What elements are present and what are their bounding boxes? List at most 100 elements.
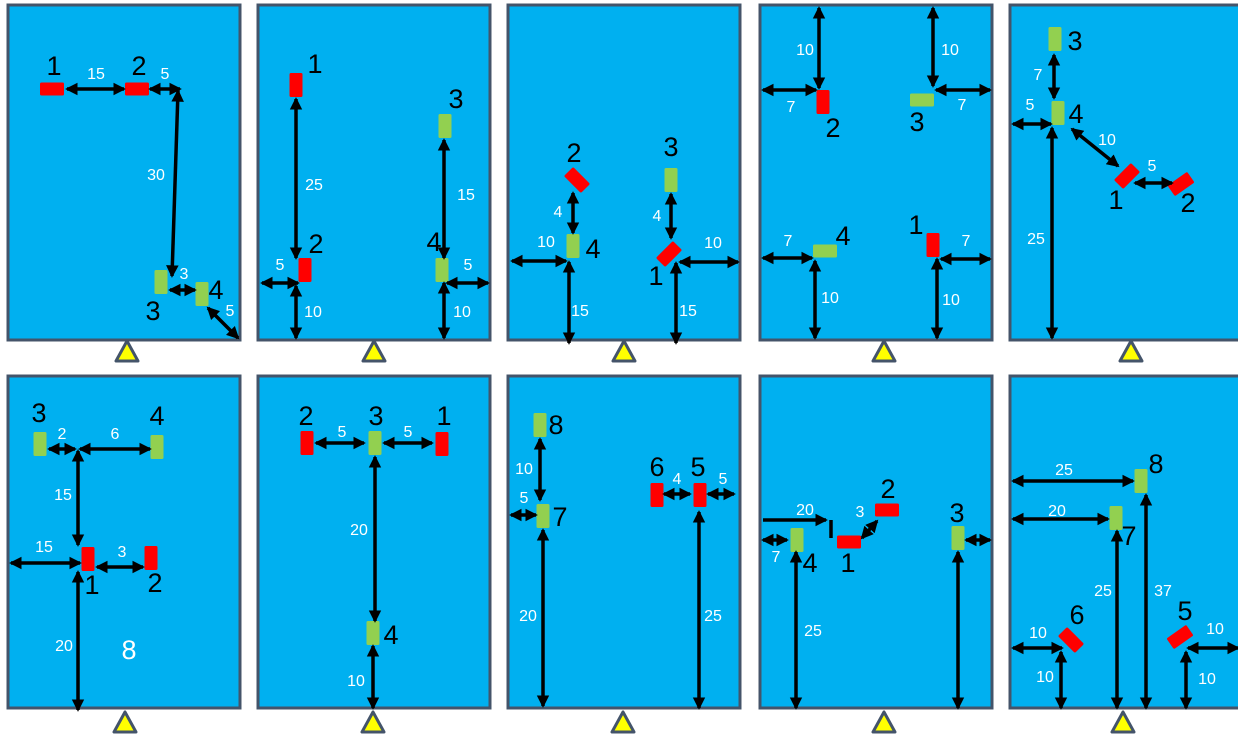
- distance-label: 20: [350, 522, 368, 539]
- distance-label: 15: [571, 303, 589, 320]
- distance-label: 5: [338, 424, 347, 441]
- orientation-triangle: [112, 710, 138, 734]
- marker-label: 6: [649, 452, 664, 482]
- marker-label: 1: [648, 261, 663, 291]
- distance-label: 10: [1029, 625, 1047, 642]
- marker-label: 5: [1177, 596, 1192, 626]
- marker-label: 2: [1180, 188, 1195, 218]
- marker-label: 3: [909, 107, 924, 137]
- marker-label: 4: [149, 401, 164, 431]
- distance-label: 10: [942, 292, 960, 309]
- marker-label: 4: [208, 275, 223, 305]
- distance-label: 15: [457, 187, 475, 204]
- distance-label: 10: [1036, 669, 1054, 686]
- green-marker: [813, 244, 837, 258]
- distance-label: 15: [679, 303, 697, 320]
- distance-label: 25: [704, 608, 722, 625]
- orientation-triangle: [871, 710, 897, 734]
- distance-label: 25: [1094, 583, 1112, 600]
- green-marker: [664, 168, 678, 192]
- orientation-triangle: [1110, 710, 1136, 734]
- marker-label: 1: [908, 210, 923, 240]
- green-marker: [33, 432, 47, 456]
- distance-arrow: [206, 306, 240, 340]
- marker-label: 4: [835, 221, 850, 251]
- distance-arrow: [166, 89, 184, 278]
- red-marker: [875, 503, 899, 517]
- marker-label: 1: [46, 51, 61, 81]
- red-marker: [837, 535, 861, 549]
- marker-label: 3: [949, 498, 964, 528]
- marker-label: 3: [1067, 26, 1082, 56]
- green-marker: [910, 93, 934, 107]
- orientation-triangle: [871, 339, 897, 363]
- distance-label: 2: [58, 426, 67, 443]
- green-marker: [195, 282, 209, 306]
- distance-label: 10: [304, 304, 322, 321]
- distance-arrow: [860, 519, 879, 540]
- marker-label: 2: [566, 138, 581, 168]
- marker-label: 6: [1069, 600, 1084, 630]
- marker-label: 4: [426, 227, 441, 257]
- red-marker: [289, 73, 303, 97]
- distance-label: 10: [1206, 621, 1224, 638]
- red-marker: [1058, 627, 1084, 653]
- green-marker: [1048, 27, 1062, 51]
- distance-label: 5: [1026, 97, 1035, 114]
- red-marker: [435, 432, 449, 456]
- marker-label: 2: [825, 113, 840, 143]
- red-marker: [816, 90, 830, 114]
- panel-background: [506, 3, 742, 342]
- green-marker: [1051, 101, 1065, 125]
- distance-label: 20: [1048, 503, 1066, 520]
- distance-label: 7: [1034, 67, 1043, 84]
- distance-label: 3: [856, 504, 865, 521]
- red-marker: [125, 82, 149, 96]
- marker-label: 4: [1068, 99, 1083, 129]
- red-marker: [40, 82, 64, 96]
- marker-label: 4: [383, 620, 398, 650]
- distance-label: 5: [276, 257, 285, 274]
- distance-label: 7: [962, 233, 971, 250]
- distance-label: 10: [1198, 671, 1216, 688]
- green-marker: [366, 621, 380, 645]
- green-marker: [435, 258, 449, 282]
- marker-label: 7: [552, 502, 567, 532]
- distance-label: 10: [515, 461, 533, 478]
- distance-label: 10: [704, 235, 722, 252]
- distance-label: 5: [464, 257, 473, 274]
- marker-label: 2: [131, 51, 146, 81]
- marker-label: 2: [880, 474, 895, 504]
- green-marker: [368, 431, 382, 455]
- orientation-triangle: [1118, 339, 1144, 363]
- distance-label: 7: [772, 549, 781, 566]
- distance-label: 5: [161, 66, 170, 83]
- distance-label: 4: [673, 471, 682, 488]
- panel-background: [256, 3, 492, 342]
- distance-label: 20: [796, 502, 814, 519]
- distance-label: 5: [1148, 158, 1157, 175]
- red-marker: [656, 241, 682, 267]
- distance-label: 10: [941, 42, 959, 59]
- distance-label: 3: [180, 266, 189, 283]
- distance-label: 5: [520, 490, 529, 507]
- red-marker: [1168, 172, 1194, 196]
- marker-label: 8: [1148, 449, 1163, 479]
- marker-label: 3: [448, 84, 463, 114]
- distance-label: 6: [111, 426, 120, 443]
- distance-label: 10: [796, 42, 814, 59]
- distance-label: 7: [958, 97, 967, 114]
- orientation-triangle: [114, 339, 140, 363]
- marker-label: 2: [308, 229, 323, 259]
- distance-label: 4: [554, 204, 563, 221]
- distance-label: 10: [1098, 132, 1116, 149]
- distance-label: 7: [784, 233, 793, 250]
- marker-label: 4: [802, 548, 817, 578]
- marker-label: 1: [436, 401, 451, 431]
- distance-label: 30: [147, 167, 165, 184]
- red-marker: [1167, 625, 1193, 649]
